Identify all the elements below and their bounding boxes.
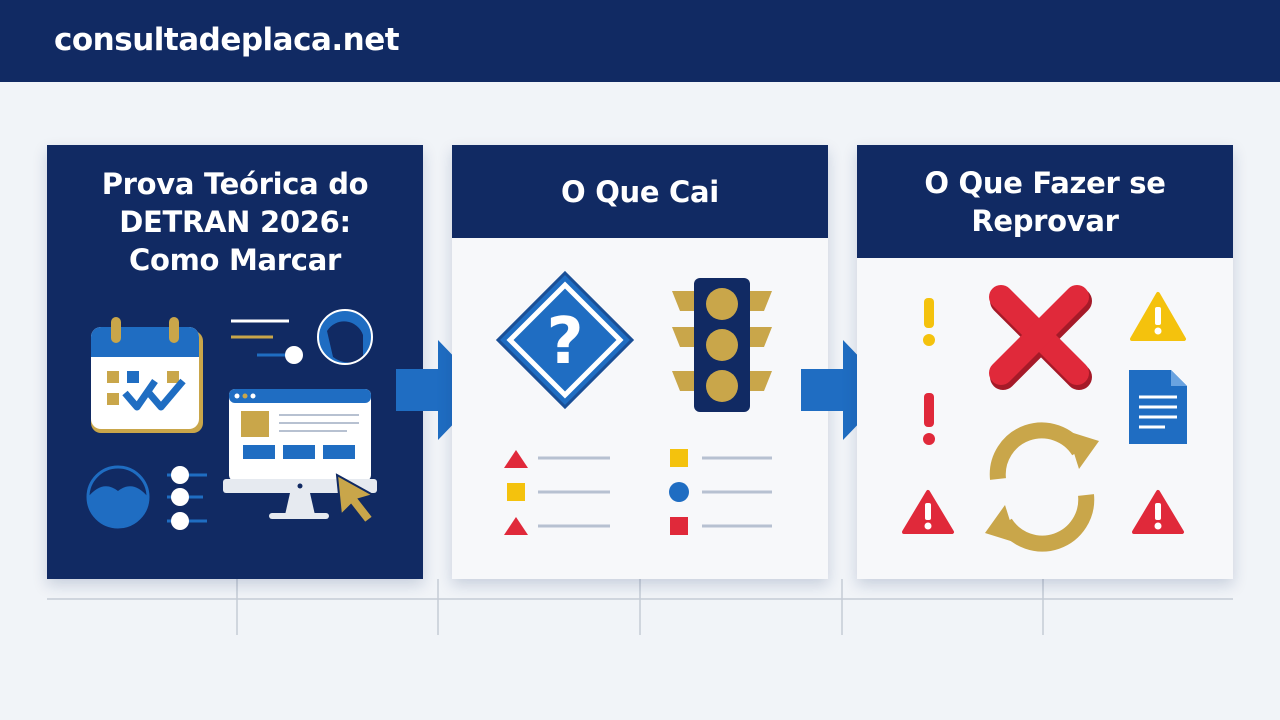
card-title-line: Prova Teórica do — [101, 167, 369, 201]
red-x-icon — [989, 285, 1092, 390]
toggle-slider-icon — [231, 319, 303, 364]
card-title-line: DETRAN 2026: — [119, 205, 351, 239]
exclamation-icon — [923, 393, 935, 445]
card-title: O Que Cai — [561, 174, 719, 209]
card-o-que-fazer-se-reprovar[interactable]: O Que Fazer se Reprovar — [857, 145, 1233, 579]
card-header: O Que Fazer se Reprovar — [857, 145, 1233, 258]
card-o-que-cai[interactable]: O Que Cai ? — [452, 145, 828, 579]
document-icon — [1129, 370, 1187, 444]
header-bar: consultadeplaca.net — [0, 0, 1280, 82]
card-como-marcar[interactable]: Prova Teórica do DETRAN 2026: Como Marca… — [47, 145, 423, 579]
warning-triangle-icon — [902, 490, 954, 534]
warning-triangle-icon — [1132, 490, 1184, 534]
card-title-line: O Que Fazer se — [924, 165, 1166, 200]
calendar-check-icon — [91, 317, 203, 433]
list-icon — [669, 449, 772, 535]
card2-illustration: ? — [495, 270, 772, 535]
arrow-right-icon — [396, 340, 486, 440]
warning-triangle-icon — [1130, 292, 1186, 341]
cursor-icon — [335, 473, 376, 525]
card3-illustration — [902, 285, 1187, 552]
arrow-right-icon — [801, 340, 891, 440]
half-circle-icon — [317, 309, 373, 365]
card-header: O Que Cai — [452, 145, 828, 238]
card-title: Prova Teórica do DETRAN 2026: Como Marca… — [47, 165, 423, 279]
site-brand[interactable]: consultadeplaca.net — [54, 22, 400, 58]
card-title: O Que Fazer se Reprovar — [924, 164, 1165, 240]
question-road-sign-icon: ? — [495, 270, 635, 410]
card1-illustration — [86, 309, 377, 530]
card-title-line: Reprovar — [971, 203, 1119, 238]
half-circle-icon — [86, 465, 150, 529]
refresh-cycle-icon — [985, 422, 1099, 552]
svg-text:?: ? — [546, 305, 583, 379]
traffic-light-icon — [672, 278, 772, 412]
exclamation-icon — [923, 298, 935, 346]
card-title-line: Como Marcar — [129, 243, 341, 277]
list-icon — [504, 450, 610, 535]
toggle-slider-icon — [167, 466, 207, 530]
